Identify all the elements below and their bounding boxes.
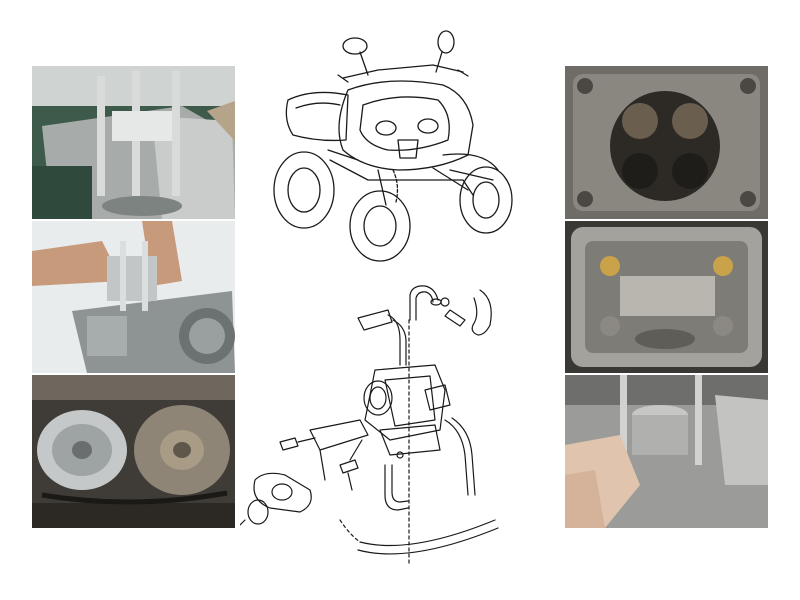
carburetor-drawing-svg xyxy=(240,285,499,565)
photo-cylinder-lifting xyxy=(32,221,235,373)
cylinder-removal-image xyxy=(32,66,235,219)
atv-line-drawing xyxy=(268,30,518,265)
atv-drawing-svg xyxy=(273,30,513,262)
photo-piston-install xyxy=(565,375,768,528)
photo-cvt-pulley xyxy=(32,375,235,528)
rocker-arms-image xyxy=(565,221,768,373)
photo-cylinder-head xyxy=(565,66,768,219)
cvt-pulley-image xyxy=(32,375,235,528)
piston-install-image xyxy=(565,375,768,528)
photo-rocker-arms xyxy=(565,221,768,373)
cylinder-head-image xyxy=(565,66,768,219)
cylinder-lifting-image xyxy=(32,221,235,373)
photo-cylinder-removal xyxy=(32,66,235,219)
carburetor-exploded-view xyxy=(240,280,505,565)
